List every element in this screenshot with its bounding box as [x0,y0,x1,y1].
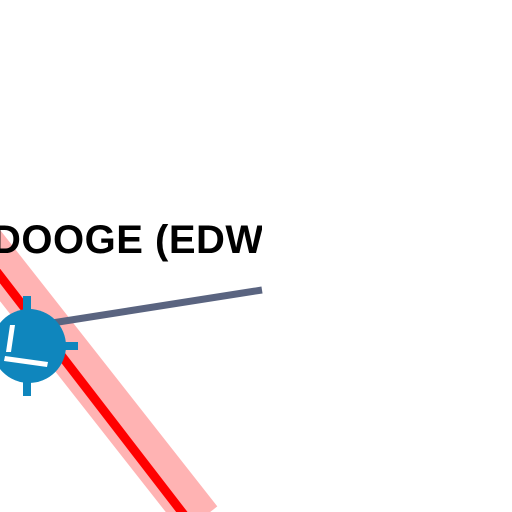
airway-segment[interactable] [51,286,263,327]
route-buffer [0,229,218,512]
waypoint-label: DOOGE (EDWG [0,218,262,262]
navaid-icon[interactable] [0,296,78,396]
route-line[interactable] [0,250,188,512]
